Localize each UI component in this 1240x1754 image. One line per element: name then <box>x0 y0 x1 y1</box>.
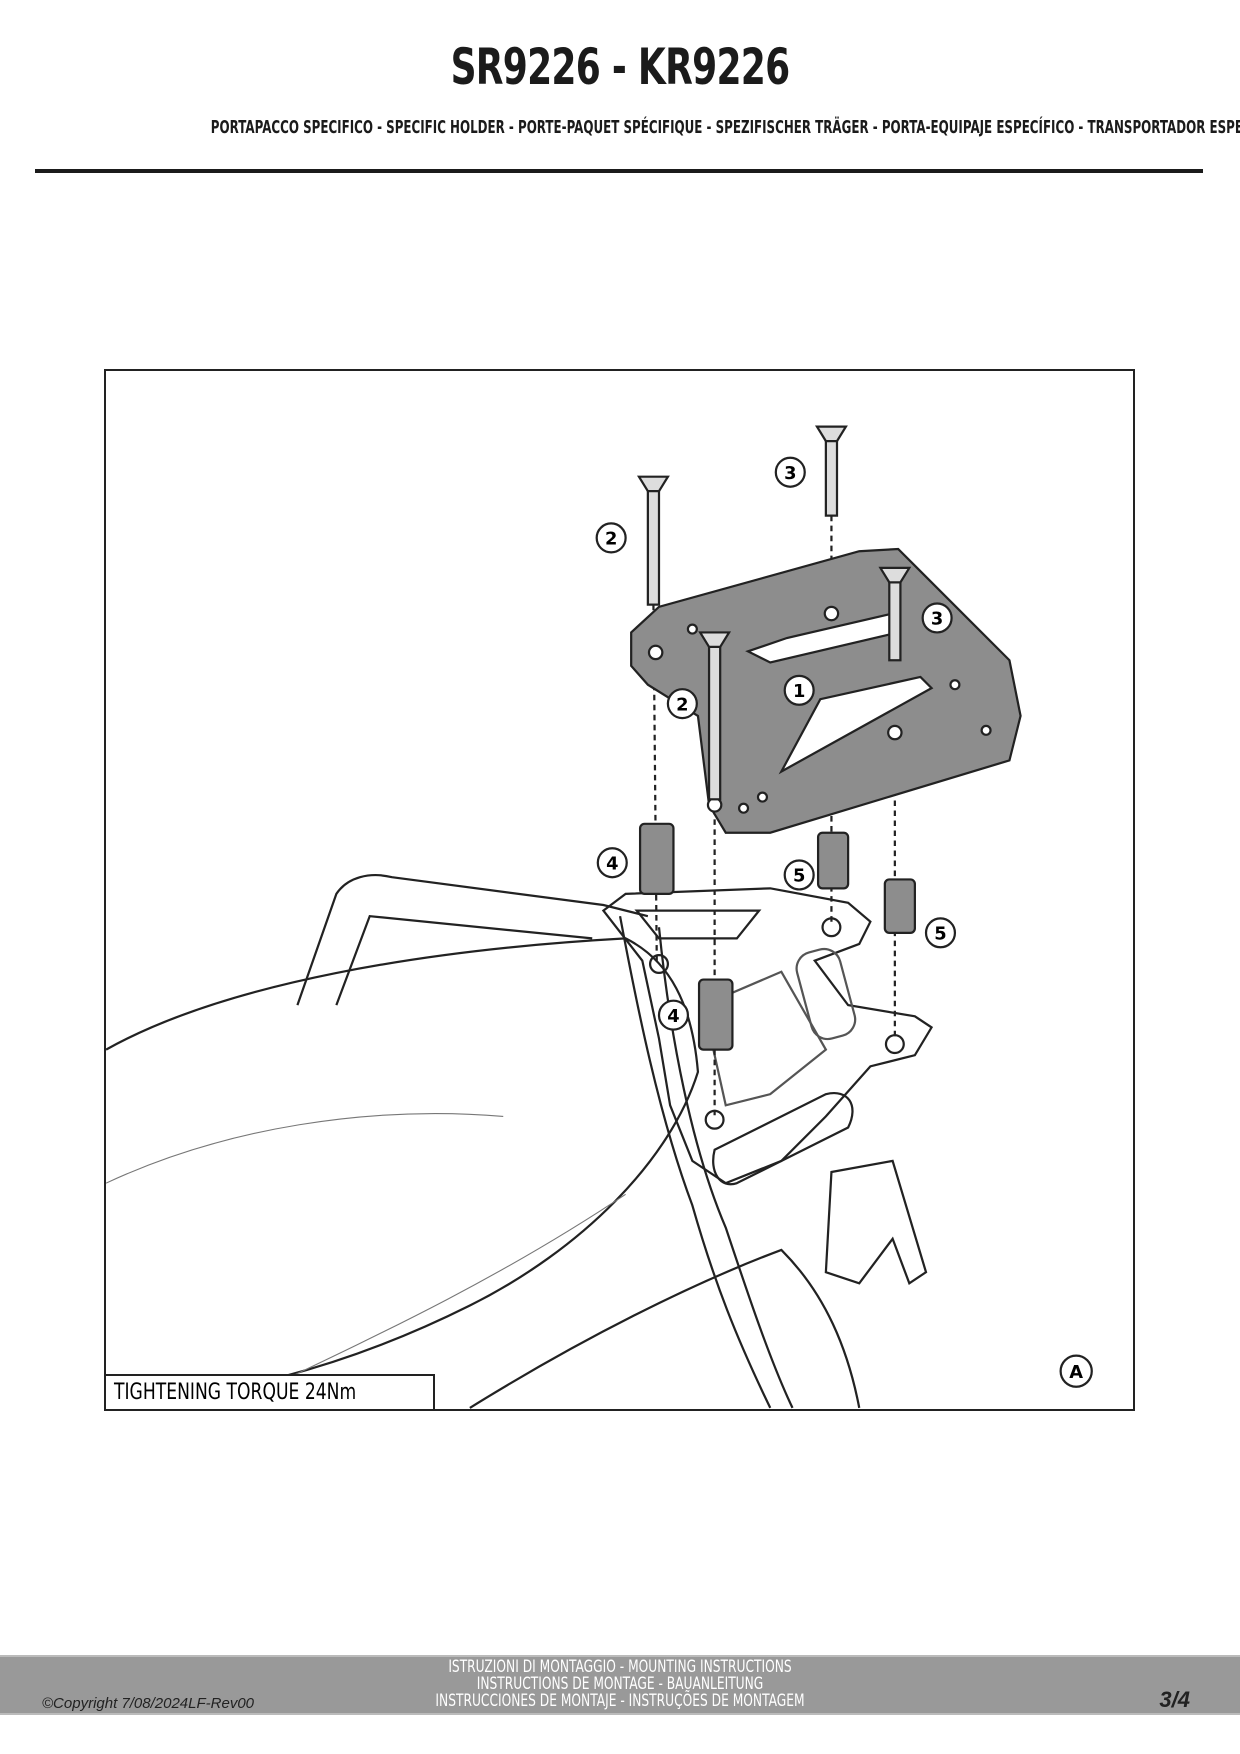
footer-bar: ISTRUZIONI DI MONTAGGIO - MOUNTING INSTR… <box>0 1655 1240 1715</box>
callout-2: 2 <box>666 688 698 720</box>
spacer-5 <box>883 878 916 934</box>
callout-1: 1 <box>783 674 815 706</box>
svg-text:1: 1 <box>793 681 805 702</box>
callout-4: 4 <box>596 847 628 879</box>
instructions-line: ISTRUZIONI DI MONTAGGIO - MOUNTING INSTR… <box>448 1657 792 1677</box>
assembly-diagram: 1 2 2 3 3 4 4 5 5 A TIGHTENING TORQUE 24… <box>104 369 1135 1411</box>
svg-text:2: 2 <box>676 694 688 715</box>
tail-light <box>712 1091 854 1186</box>
spacer-4 <box>697 978 734 1051</box>
callout-3: 3 <box>774 456 806 488</box>
page-title: SR9226 - KR9226 <box>450 38 791 96</box>
callout-5: 5 <box>924 917 957 949</box>
view-label-a: A <box>1059 1354 1093 1388</box>
callout-5: 5 <box>783 859 815 891</box>
footer-instructions: ISTRUZIONI DI MONTAGGIO - MOUNTING INSTR… <box>174 1659 1067 1710</box>
svg-text:4: 4 <box>667 1006 679 1027</box>
rack-outline <box>601 887 934 1185</box>
svg-text:3: 3 <box>931 609 943 630</box>
torque-label: TIGHTENING TORQUE 24Nm <box>104 1374 435 1411</box>
page-number: 3/4 <box>1159 1687 1190 1712</box>
bolts <box>636 425 912 801</box>
spacers <box>638 822 916 1051</box>
page-subtitle: PORTAPACCO SPECIFICO - SPECIFIC HOLDER -… <box>210 117 1240 138</box>
callout-3: 3 <box>921 602 953 634</box>
instructions-line: INSTRUCCIONES DE MONTAJE - INSTRUÇÕES DE… <box>435 1691 805 1711</box>
grab-rail <box>296 874 649 1006</box>
spacer-4 <box>638 822 675 896</box>
bolt-2 <box>698 631 732 801</box>
svg-text:5: 5 <box>934 924 946 945</box>
svg-text:2: 2 <box>605 529 617 550</box>
bolt-3 <box>814 425 848 517</box>
rear-fender <box>824 1159 928 1285</box>
svg-text:3: 3 <box>784 463 796 484</box>
callout-4: 4 <box>657 999 690 1031</box>
instructions-line: INSTRUCTIONS DE MONTAGE - BAUANLEITUNG <box>476 1674 764 1694</box>
svg-text:4: 4 <box>606 853 618 874</box>
seat-outline <box>106 937 700 1409</box>
header-divider <box>35 169 1203 173</box>
svg-text:A: A <box>1069 1362 1083 1383</box>
spacer-5 <box>816 831 850 890</box>
bolt-3 <box>878 566 912 662</box>
callout-2: 2 <box>595 522 627 554</box>
assembly-illustration: 1 2 2 3 3 4 4 5 5 A <box>106 425 1093 1409</box>
copyright: ©Copyright 7/08/2024LF-Rev00 <box>42 1695 255 1712</box>
svg-text:5: 5 <box>793 866 805 887</box>
bolt-2 <box>636 475 670 606</box>
